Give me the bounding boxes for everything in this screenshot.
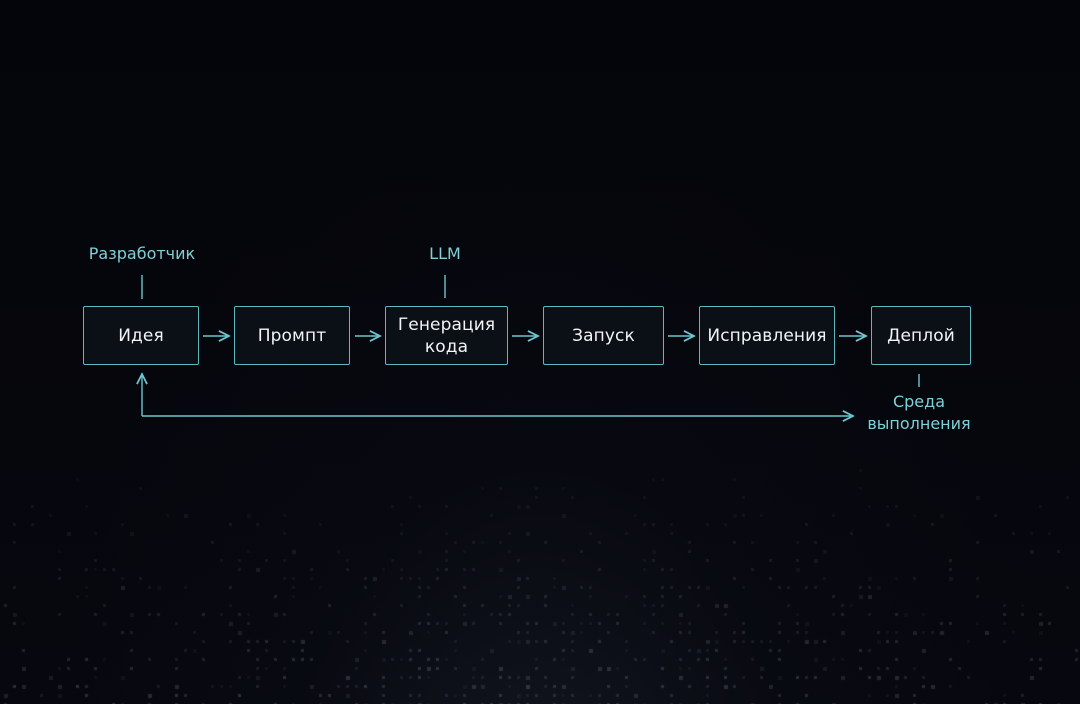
node-run: Запуск [543,306,664,365]
node-prompt: Промпт [234,306,350,365]
runtime-label: Среда выполнения [867,392,971,433]
llm-label: LLM [429,244,461,263]
node-code-generation: Генерация кода [385,306,508,365]
developer-label: Разработчик [88,244,196,263]
node-fixes: Исправления [699,306,835,365]
node-idea: Идея [83,306,199,365]
node-deploy: Деплой [871,306,971,365]
